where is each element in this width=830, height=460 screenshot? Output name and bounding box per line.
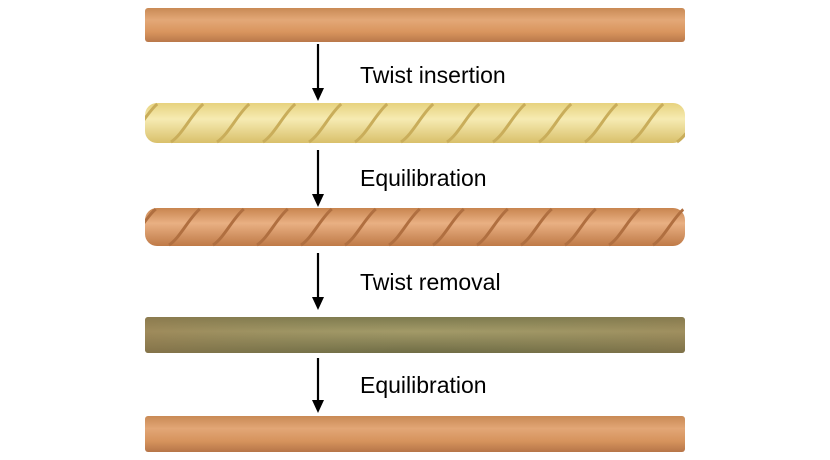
twist-ridge <box>170 102 205 144</box>
fiber-twisted-equilibrated-shape <box>145 207 685 247</box>
twist-ridge <box>608 207 641 247</box>
twist-ridge <box>400 102 435 144</box>
arrow-down-icon <box>310 150 326 208</box>
step-label-equilibration-1: Equilibration <box>360 165 487 191</box>
fiber-twisted-shape <box>145 102 685 144</box>
twist-ridge <box>476 207 509 247</box>
twist-ridge <box>354 102 389 144</box>
arrow-down-icon <box>310 358 326 414</box>
twist-ridge <box>676 132 685 144</box>
twist-ridge <box>145 207 157 224</box>
twist-ridge <box>652 207 685 247</box>
twist-ridge <box>145 102 159 121</box>
fiber-initial-shape <box>145 8 685 42</box>
arrow-down-icon <box>310 44 326 102</box>
step-label-twist-insertion: Twist insertion <box>360 62 506 88</box>
twist-ridge <box>212 207 245 247</box>
fiber-twisted-equilibrated <box>145 205 685 249</box>
twist-ridge <box>584 102 619 144</box>
fiber-initial <box>145 8 685 42</box>
twist-ridge <box>216 102 251 144</box>
twist-ridge <box>262 102 297 144</box>
step-label-twist-removal: Twist removal <box>360 269 501 295</box>
twist-ridge <box>520 207 553 247</box>
fiber-final <box>145 416 685 452</box>
twist-ridge <box>388 207 421 247</box>
fiber-final-shape <box>145 416 685 452</box>
fiber-twisted <box>145 100 685 146</box>
fiber-untwisted <box>145 317 685 353</box>
twist-ridge <box>630 102 665 144</box>
arrow-down-icon <box>310 253 326 311</box>
twist-ridge <box>564 207 597 247</box>
step-label-equilibration-2: Equilibration <box>360 372 487 398</box>
twist-ridge <box>492 102 527 144</box>
twist-ridge <box>308 102 343 144</box>
twist-ridge <box>432 207 465 247</box>
twist-ridge <box>168 207 201 247</box>
fiber-untwisted-shape <box>145 317 685 353</box>
twist-ridge <box>446 102 481 144</box>
twist-ridge <box>344 207 377 247</box>
twist-ridge <box>256 207 289 247</box>
twist-ridge <box>538 102 573 144</box>
twist-ridge <box>300 207 333 247</box>
